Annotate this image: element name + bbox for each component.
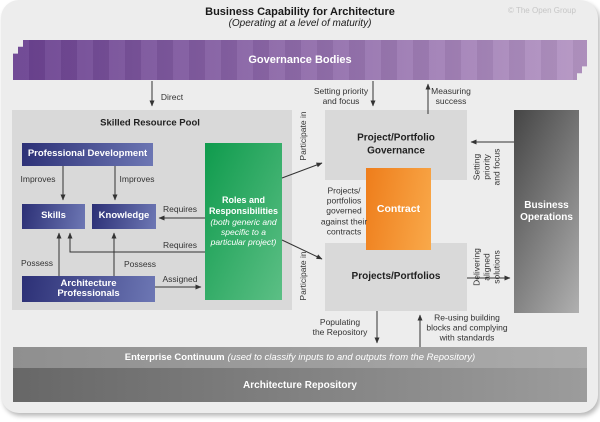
architecture-repository-label: Architecture Repository: [243, 379, 357, 391]
skills-box: Skills: [22, 204, 85, 229]
label-governed-against-contracts: Projects/ portfolios governed against th…: [320, 185, 368, 237]
enterprise-continuum-label: Enterprise Continuum: [124, 352, 225, 363]
roles-title: Roles and Responsibilities: [208, 195, 279, 217]
label-populating-repository: Populating the Repository: [312, 316, 368, 337]
copyright-text: © The Open Group: [507, 6, 576, 15]
label-delivering-solutions: Delivering aligned solutions: [471, 248, 501, 286]
governance-bodies-bar: Governance Bodies: [13, 40, 587, 80]
label-requires-top: Requires: [162, 203, 198, 214]
label-measuring-success: Measuring success: [431, 85, 471, 106]
roles-and-responsibilities-box: Roles and Responsibilities (both generic…: [205, 143, 282, 300]
label-direct: Direct: [160, 91, 184, 102]
label-setting-priority-top: Setting priority and focus: [313, 85, 369, 106]
label-participate-in-bottom: Participate in: [298, 251, 309, 301]
label-improves-right: Improves: [119, 173, 155, 184]
diagram-subtitle: (Operating at a level of maturity): [228, 18, 372, 29]
governance-bodies-label: Governance Bodies: [248, 54, 352, 66]
label-improves-left: Improves: [20, 173, 56, 184]
label-participate-in-top: Participate in: [298, 111, 309, 161]
contract-box: Contract: [366, 168, 431, 250]
skilled-resource-pool-title: Skilled Resource Pool: [100, 117, 200, 129]
page-title: Business Capability for Architecture (Op…: [0, 6, 600, 29]
projects-portfolios-label: Projects/Portfolios: [351, 270, 441, 282]
architecture-repository-bar: Architecture Repository: [13, 368, 587, 402]
label-possess-left: Possess: [20, 257, 54, 268]
label-reusing-blocks: Re-using building blocks and complying w…: [426, 312, 508, 344]
label-possess-right: Possess: [123, 258, 157, 269]
diagram-title: Business Capability for Architecture: [205, 6, 395, 18]
projects-portfolios-box: Projects/Portfolios: [325, 243, 467, 311]
professional-development-box: Professional Development: [22, 143, 153, 166]
project-portfolio-governance-label: Project/Portfolio Governance: [357, 132, 435, 157]
roles-subtitle: (both generic and specific to a particul…: [210, 217, 277, 248]
knowledge-box: Knowledge: [92, 204, 156, 229]
business-operations-box: Business Operations: [514, 110, 579, 313]
enterprise-continuum-bar: Enterprise Continuum (used to classify i…: [13, 347, 587, 368]
label-assigned: Assigned: [162, 273, 198, 284]
label-requires-bottom: Requires: [162, 239, 198, 250]
label-setting-priority-right: Setting priority and focus: [471, 148, 501, 186]
enterprise-continuum-note: (used to classify inputs to and outputs …: [227, 352, 476, 363]
architecture-professionals-box: Architecture Professionals: [22, 276, 155, 302]
